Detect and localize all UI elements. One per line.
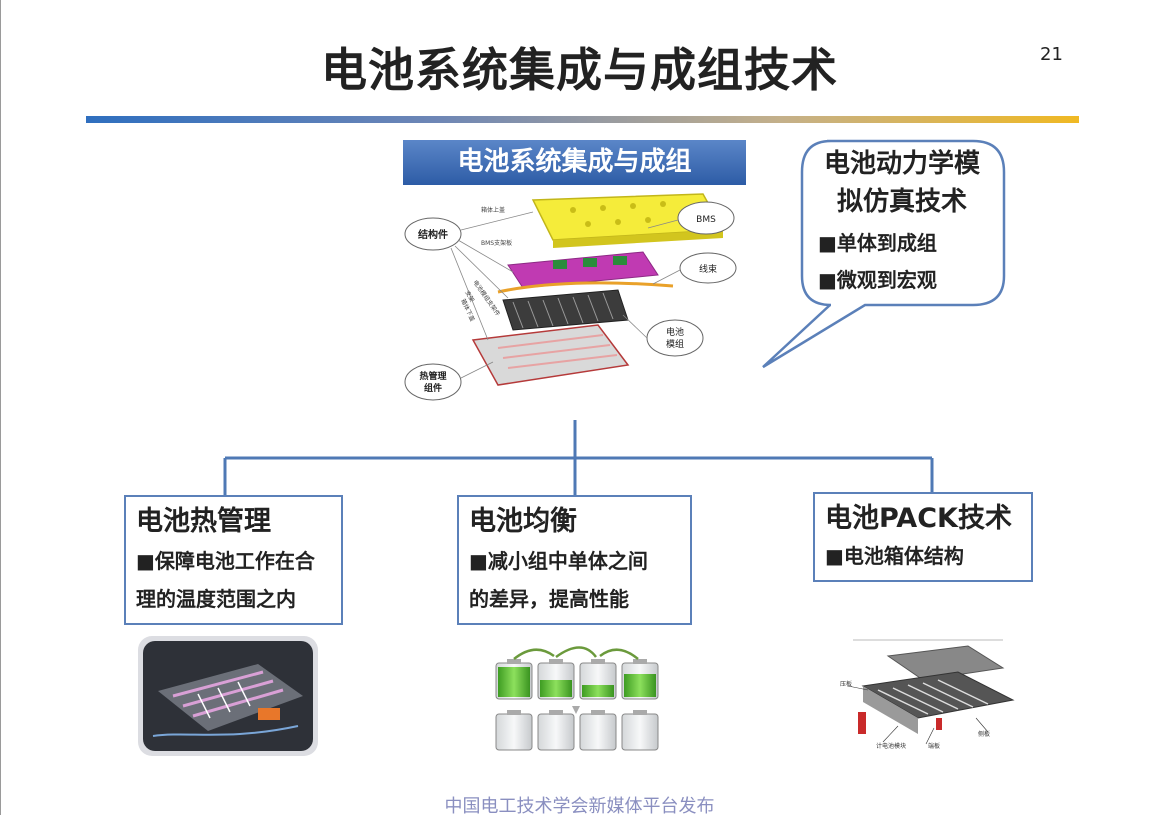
title-underline-bar: [86, 116, 1079, 123]
center-label: 电池系统集成与成组: [403, 140, 746, 185]
box-thermal-body-1: ■保障电池工作在合: [136, 549, 315, 573]
callout-title-1: 电池动力学模: [823, 149, 980, 179]
callout-content: 电池动力学模 拟仿真技术 ■单体到成组 ■微观到宏观: [804, 145, 1000, 299]
label-thermal-1: 热管理: [419, 370, 446, 382]
pack-structure-graphic: 压板 侧板 端板 计电池模块: [840, 639, 1015, 750]
label-module-1: 电池: [666, 326, 684, 338]
box-balancing-body-1: ■减小组中单体之间: [469, 549, 648, 573]
bottom-battery-row: [495, 710, 659, 751]
lower-tray-shape: [471, 324, 630, 386]
footer-source: 中国电工技术学会新媒体平台发布: [444, 796, 715, 817]
page-number: 21: [1040, 44, 1063, 65]
wire-harness-shape: [497, 281, 674, 294]
label-harness: 线束: [699, 263, 717, 275]
battery-exploded-diagram: 结构件 热管理 组件 BMS 线束 电池 模组 箱体上盖 BMS支架板 电池模组…: [404, 193, 737, 401]
pack-lid-edge: [553, 230, 723, 248]
pack-label-end: 端板: [928, 742, 940, 750]
callout-item-1: ■单体到成组: [818, 231, 937, 255]
box-thermal-title: 电池热管理: [136, 506, 271, 537]
label-thermal-2: 组件: [424, 382, 442, 394]
bubble-harness: [679, 252, 737, 284]
label-bms: BMS: [696, 215, 716, 225]
callout-title-2: 拟仿真技术: [836, 187, 967, 217]
box-thermal-body-2: 理的温度范围之内: [136, 587, 296, 611]
box-balancing: 电池均衡 ■减小组中单体之间 的差异，提高性能: [457, 495, 692, 625]
down-arrow: [572, 706, 580, 714]
callout-bubble: [762, 139, 1006, 369]
label-structure: 结构件: [418, 228, 448, 241]
left-edge-rule: [0, 0, 1, 815]
box-pack-technology: 电池PACK技术 ■电池箱体结构: [813, 492, 1033, 582]
box-thermal-management: 电池热管理 ■保障电池工作在合 理的温度范围之内: [124, 495, 343, 625]
balance-arrows: [513, 646, 639, 660]
pack-label-press: 压板: [840, 680, 852, 688]
battery-balancing-graphic: [495, 646, 659, 751]
box-pack-body-1: ■电池箱体结构: [825, 544, 964, 568]
callout-item-2: ■微观到宏观: [818, 268, 937, 292]
page-title: 电池系统集成与成组技术: [321, 43, 838, 97]
box-balancing-body-2: 的差异，提高性能: [469, 587, 629, 611]
label-bms-mount: BMS支架板: [481, 239, 512, 247]
label-module-2: 模组: [666, 338, 684, 350]
thermal-pack-photo: [138, 636, 318, 756]
bubble-thermal: [404, 363, 462, 401]
pack-label-module: 计电池模块: [876, 742, 906, 750]
top-battery-row: [495, 659, 659, 700]
box-balancing-title: 电池均衡: [469, 506, 577, 537]
bubble-bms: [677, 201, 735, 235]
label-lid: 箱体上盖: [481, 206, 505, 214]
bubble-structure: [404, 217, 462, 251]
pack-label-side: 侧板: [978, 730, 990, 738]
box-pack-title: 电池PACK技术: [825, 503, 1012, 534]
